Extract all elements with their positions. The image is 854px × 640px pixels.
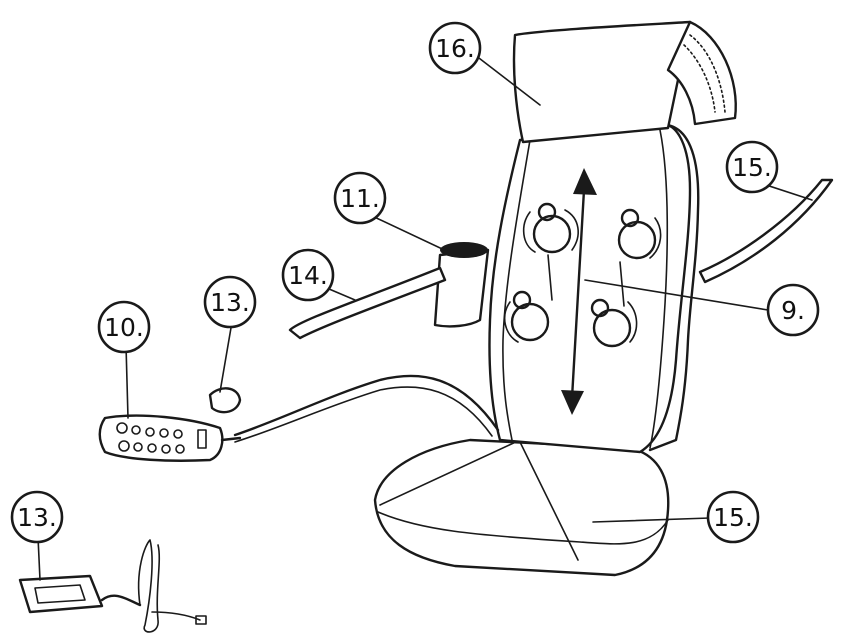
- callout-label: 16.: [435, 34, 475, 63]
- back-rest: [488, 123, 700, 454]
- callout-14: 14.: [281, 248, 335, 302]
- callout-label: 15.: [732, 153, 772, 182]
- callout-15-bottom: 15.: [706, 490, 760, 544]
- remote-cable: [208, 374, 500, 443]
- massage-nodes: [503, 202, 662, 348]
- callout-label: 11.: [340, 184, 380, 213]
- callout-label: 13.: [17, 503, 57, 532]
- callout-15-top: 15.: [725, 140, 779, 194]
- callout-13-remote: 13.: [203, 275, 257, 329]
- callout-16: 16.: [428, 21, 482, 75]
- remote-control: [98, 414, 242, 462]
- leader-lines: [37, 54, 813, 581]
- callout-9: 9.: [766, 283, 820, 337]
- callout-label: 10.: [104, 313, 144, 342]
- callout-label: 9.: [781, 296, 805, 325]
- power-adapter: [18, 539, 207, 633]
- right-strap: [698, 178, 834, 284]
- callout-label: 14.: [288, 261, 328, 290]
- cup-holder: [433, 242, 490, 328]
- head-pillow: [512, 20, 737, 144]
- seat-cushion: [373, 438, 670, 577]
- callout-11: 11.: [333, 171, 387, 225]
- travel-arrow: [561, 168, 597, 415]
- left-strap: [288, 266, 447, 340]
- callout-label: 13.: [210, 288, 250, 317]
- callout-13-adapter: 13.: [10, 490, 64, 544]
- callout-10: 10.: [97, 300, 151, 354]
- callout-label: 15.: [713, 503, 753, 532]
